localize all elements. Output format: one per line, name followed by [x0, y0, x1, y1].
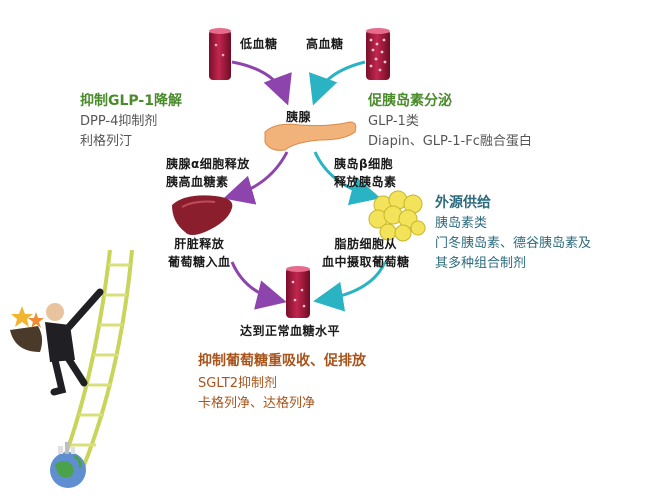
- glp1-heading: 促胰岛素分泌: [368, 93, 452, 109]
- sglt2-line-1: SGLT2抑制剂: [198, 376, 277, 391]
- liver-icon: [172, 195, 233, 235]
- liver-line-2: 葡萄糖入血: [168, 255, 231, 269]
- fat-label: 脂肪细胞从 血中摄取葡萄糖: [322, 235, 410, 271]
- pancreas-label: 胰腺: [286, 110, 312, 124]
- arrow-pancreas-to-fat: [313, 151, 381, 206]
- alpha-cell-label: 胰腺α细胞释放 胰高血糖素: [166, 155, 250, 191]
- sglt2-heading: 抑制葡萄糖重吸收、促排放: [198, 353, 366, 369]
- dpp4-line-2: 利格列汀: [80, 134, 133, 149]
- high-sugar-tube-icon: [366, 28, 390, 80]
- beta-cell-line-2: 释放胰岛素: [334, 175, 397, 189]
- high-sugar-label: 高血糖: [306, 37, 344, 51]
- external-block: 外源供给 胰岛素类 门冬胰岛素、德谷胰岛素及 其多种组合制剂: [435, 192, 591, 274]
- arrow-liver-to-normal: [230, 261, 287, 310]
- fat-line-1: 脂肪细胞从: [334, 237, 398, 251]
- liver-line-1: 肝脏释放: [174, 237, 225, 251]
- globe-icon: [50, 442, 86, 488]
- sglt2-block: 抑制葡萄糖重吸收、促排放 SGLT2抑制剂 卡格列净、达格列净: [198, 350, 366, 414]
- normal-sugar-label: 达到正常血糖水平: [240, 324, 341, 338]
- beta-cell-line-1: 胰岛β细胞: [334, 157, 394, 171]
- dpp4-line-1: DPP-4抑制剂: [80, 114, 158, 129]
- liver-label: 肝脏释放 葡萄糖入血: [168, 235, 231, 271]
- pancreas-icon: [264, 121, 357, 151]
- dpp4-block: 抑制GLP-1降解 DPP-4抑制剂 利格列汀: [80, 90, 182, 152]
- arrow-high-to-pancreas: [309, 60, 366, 106]
- arrow-low-to-pancreas: [231, 60, 292, 106]
- alpha-cell-line-1: 胰腺α细胞释放: [166, 157, 250, 171]
- external-heading: 外源供给: [435, 195, 491, 211]
- beta-cell-label: 胰岛β细胞 释放胰岛素: [334, 155, 397, 191]
- normal-sugar-tube-icon: [286, 266, 310, 318]
- low-sugar-label: 低血糖: [240, 37, 278, 51]
- external-line-3: 其多种组合制剂: [435, 256, 527, 271]
- low-sugar-tube-icon: [209, 28, 231, 80]
- fat-line-2: 血中摄取葡萄糖: [322, 255, 410, 269]
- dpp4-heading: 抑制GLP-1降解: [80, 93, 182, 109]
- fat-cells-icon: [368, 190, 426, 242]
- sglt2-line-2: 卡格列净、达格列净: [198, 396, 316, 411]
- external-line-2: 门冬胰岛素、德谷胰岛素及: [435, 236, 592, 251]
- glp1-line-1: GLP-1类: [368, 114, 419, 129]
- ladder-climber-icon: [10, 249, 134, 476]
- arrow-fat-to-normal: [313, 261, 387, 312]
- glp1-block: 促胰岛素分泌 GLP-1类 Diapin、GLP-1-Fc融合蛋白: [368, 90, 532, 152]
- external-line-1: 胰岛素类: [435, 216, 488, 231]
- alpha-cell-line-2: 胰高血糖素: [166, 175, 229, 189]
- arrow-pancreas-to-liver: [223, 151, 289, 205]
- glp1-line-2: Diapin、GLP-1-Fc融合蛋白: [368, 134, 532, 149]
